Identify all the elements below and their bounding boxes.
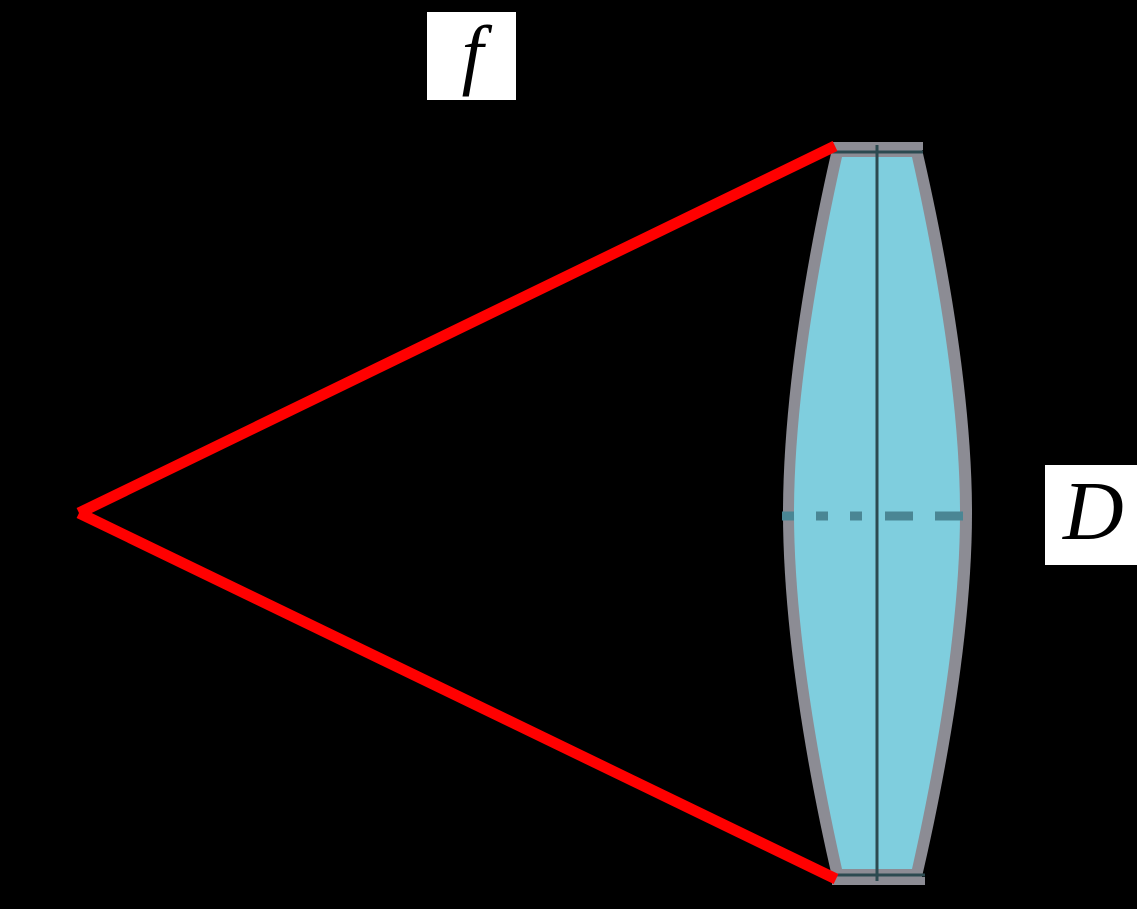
- lens-group: [782, 142, 972, 885]
- lower-marginal-ray: [76, 508, 839, 884]
- ray-group: [76, 141, 839, 884]
- aperture-diameter-label: D: [1045, 465, 1137, 565]
- focal-length-label-text: f: [461, 10, 484, 97]
- upper-marginal-ray: [76, 141, 838, 518]
- focal-length-label: f: [427, 12, 516, 100]
- aperture-diameter-label-text: D: [1063, 465, 1124, 558]
